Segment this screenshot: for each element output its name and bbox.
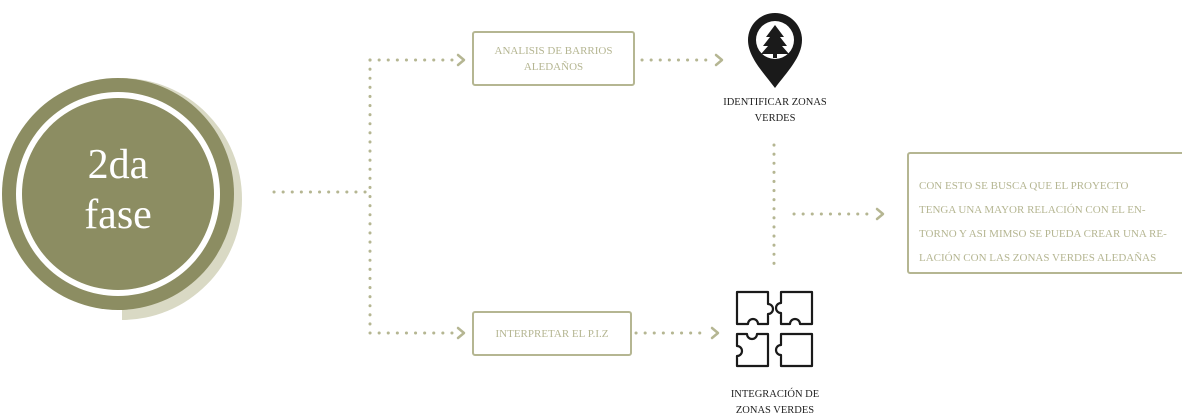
phase-title-line-1: 2da bbox=[87, 142, 149, 188]
note-line-1: CON ESTO SE BUSCA QUE EL PROYECTO bbox=[919, 180, 1129, 192]
interpretar-piz-box: INTERPRETAR EL P.I.Z bbox=[472, 311, 632, 356]
integracion-caption-line-2: ZONAS VERDES bbox=[735, 405, 815, 416]
arrowhead-integracion bbox=[710, 326, 720, 340]
interpretar-piz-label: INTERPRETAR EL P.I.Z bbox=[495, 327, 609, 340]
analisis-barrios-line-1: ANALISIS DE BARRIOS bbox=[494, 44, 613, 57]
phase-title-line-2: fase bbox=[84, 192, 152, 238]
note-line-2: TENGA UNA MAYOR RELACIÓN CON EL EN- bbox=[919, 204, 1146, 216]
zonas-verdes-caption-line-2: VERDES bbox=[754, 113, 796, 124]
phase-title: 2da fase bbox=[22, 140, 214, 240]
arrowhead-note bbox=[875, 207, 885, 221]
conclusion-note-box: CON ESTO SE BUSCA QUE EL PROYECTO TENGA … bbox=[907, 152, 1182, 274]
note-line-3: TORNO Y ASI MIMSO SE PUEDA CREAR UNA RE- bbox=[919, 228, 1167, 240]
zonas-verdes-caption-line-1: IDENTIFICAR ZONAS bbox=[723, 97, 827, 108]
arrowhead-analisis bbox=[456, 53, 466, 67]
arrowhead-zonas bbox=[714, 53, 724, 67]
integracion-caption-line-1: INTEGRACIÓN DE bbox=[730, 389, 820, 400]
zonas-verdes-caption: IDENTIFICAR ZONAS VERDES bbox=[700, 95, 850, 127]
integracion-caption: INTEGRACIÓN DE ZONAS VERDES bbox=[700, 387, 850, 419]
note-line-4: LACIÓN CON LAS ZONAS VERDES ALEDAÑAS bbox=[919, 252, 1157, 264]
tree-location-pin-icon bbox=[748, 13, 802, 88]
analisis-barrios-box: ANALISIS DE BARRIOS ALEDAÑOS bbox=[472, 31, 635, 86]
arrowhead-interpretar bbox=[456, 326, 466, 340]
puzzle-pieces-icon bbox=[735, 290, 814, 368]
analisis-barrios-line-2: ALEDAÑOS bbox=[523, 60, 584, 73]
phase-circle bbox=[22, 98, 214, 290]
